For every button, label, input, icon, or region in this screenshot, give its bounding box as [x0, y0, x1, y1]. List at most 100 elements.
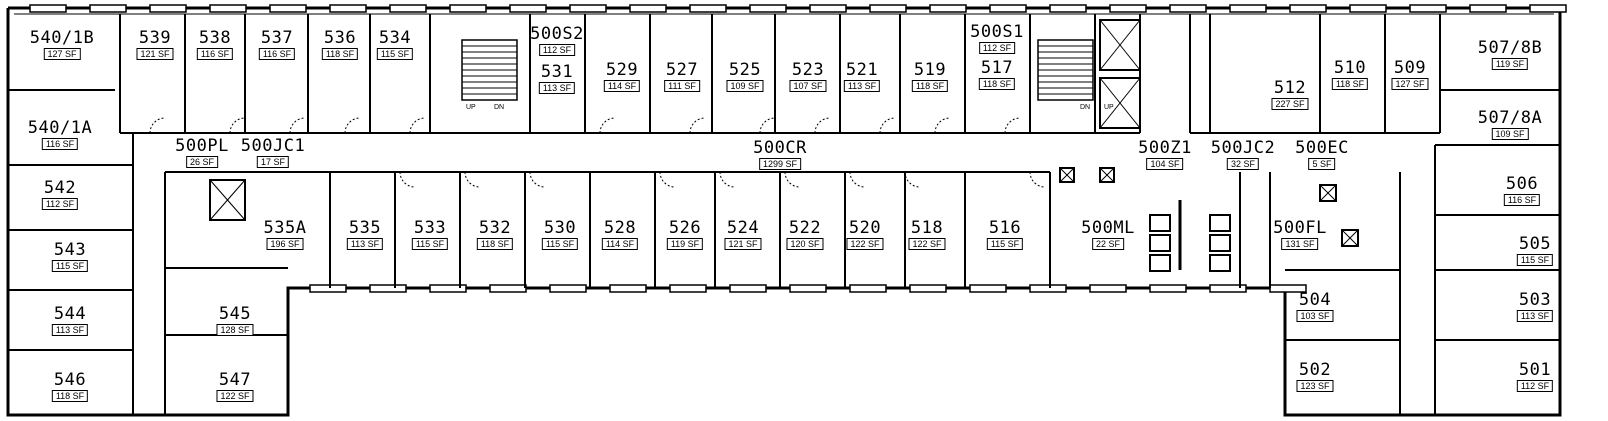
window [1209, 284, 1247, 293]
room-number: 509 [1393, 58, 1427, 78]
room-area: 112 SF [41, 198, 79, 210]
stair-down-label: DN [494, 104, 505, 111]
room-area-wrap: 127 SF [30, 47, 94, 61]
window [869, 4, 907, 13]
room-area-wrap: 22 SF [1081, 237, 1135, 251]
room-number: 517 [980, 58, 1014, 78]
room-number: 536 [323, 28, 357, 48]
door-swing [719, 171, 736, 188]
room-area-wrap: 113 SF [538, 81, 576, 95]
room-number: 535A [263, 218, 307, 238]
toilet-stall [1209, 234, 1231, 252]
room-number: 501 [1518, 360, 1552, 380]
window [669, 284, 707, 293]
room-area-wrap: 118 SF [1331, 77, 1369, 91]
room-area-wrap: 120 SF [786, 237, 824, 251]
window [809, 4, 847, 13]
room-area: 5 SF [1308, 158, 1336, 170]
room-area: 122 SF [908, 238, 946, 250]
room-area-wrap: 109 SF [726, 79, 764, 93]
room-area: 109 SF [726, 80, 764, 92]
window [309, 284, 347, 293]
room-area: 121 SF [724, 238, 762, 250]
room-area: 111 SF [664, 80, 700, 92]
room-number: 505 [1518, 234, 1552, 254]
x [1341, 229, 1359, 247]
room-area: 118 SF [911, 80, 949, 92]
room-area-wrap: 112 SF [41, 197, 79, 211]
window [1469, 4, 1507, 13]
room-area: 113 SF [538, 82, 576, 94]
window [1289, 4, 1327, 13]
room-area-wrap: 122 SF [908, 237, 946, 251]
room-number: 500EC [1295, 138, 1349, 158]
window [1109, 4, 1147, 13]
door-swing [934, 117, 951, 134]
room-area-wrap: 127 SF [1391, 77, 1429, 91]
room-area: 114 SF [601, 238, 639, 250]
room-area: 103 SF [1296, 310, 1334, 322]
door-swing [399, 171, 416, 188]
room-number: 545 [218, 304, 252, 324]
room-area-wrap: 122 SF [216, 389, 254, 403]
room-area-wrap: 112 SF [530, 43, 584, 57]
toilet-stall [1149, 254, 1171, 272]
room-area-wrap: 115 SF [541, 237, 579, 251]
room-area-wrap: 116 SF [1503, 193, 1541, 207]
window [909, 284, 947, 293]
stair-down-label-2: DN [1080, 104, 1091, 111]
room-number: 504 [1298, 290, 1332, 310]
window [1029, 284, 1067, 293]
shaft [1341, 229, 1359, 247]
room-number: 529 [605, 60, 639, 80]
toilet-stall [1209, 214, 1231, 232]
door-swing [149, 117, 166, 134]
door-swing [464, 171, 481, 188]
room-area-wrap: 26 SF [175, 155, 229, 169]
room-area-wrap: 114 SF [601, 237, 639, 251]
room-number: 507/8A [1477, 108, 1543, 128]
window [609, 284, 647, 293]
room-area-wrap: 17 SF [241, 155, 305, 169]
room-area-wrap: 116 SF [196, 47, 234, 61]
room-number: 518 [910, 218, 944, 238]
door-swing [1004, 117, 1021, 134]
window [1089, 284, 1127, 293]
room-area: 119 SF [666, 238, 704, 250]
door-swing [289, 117, 306, 134]
room-area: 116 SF [1503, 194, 1541, 206]
room-area: 119 SF [1491, 58, 1529, 70]
room-area: 114 SF [603, 80, 641, 92]
exterior-wall [6, 6, 1562, 417]
room-area-wrap: 115 SF [1516, 253, 1554, 267]
room-area-wrap: 118 SF [911, 79, 949, 93]
room-number: 528 [603, 218, 637, 238]
room-area-wrap: 116 SF [258, 47, 296, 61]
room-area-wrap: 115 SF [411, 237, 449, 251]
x [1099, 19, 1141, 71]
room-area-wrap: 128 SF [216, 323, 254, 337]
room-area: 127 SF [1391, 78, 1429, 90]
room-area: 122 SF [846, 238, 884, 250]
room-area-wrap: 131 SF [1273, 237, 1327, 251]
room-number: 537 [260, 28, 294, 48]
room-number: 543 [53, 240, 87, 260]
window [29, 4, 67, 13]
room-area: 122 SF [216, 390, 254, 402]
